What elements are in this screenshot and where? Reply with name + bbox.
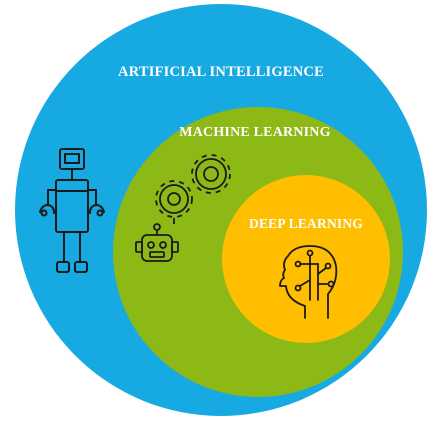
robot-head-icon xyxy=(135,223,179,262)
robot-icon xyxy=(39,148,105,273)
ai-label: ARTIFICIAL INTELLIGENCE xyxy=(118,64,324,80)
gears-icon xyxy=(155,154,231,224)
ml-label: MACHINE LEARNING xyxy=(179,125,331,140)
dl-circle xyxy=(222,175,390,343)
dl-label: DEEP LEARNING xyxy=(249,216,363,231)
brain-head-icon xyxy=(279,245,338,319)
